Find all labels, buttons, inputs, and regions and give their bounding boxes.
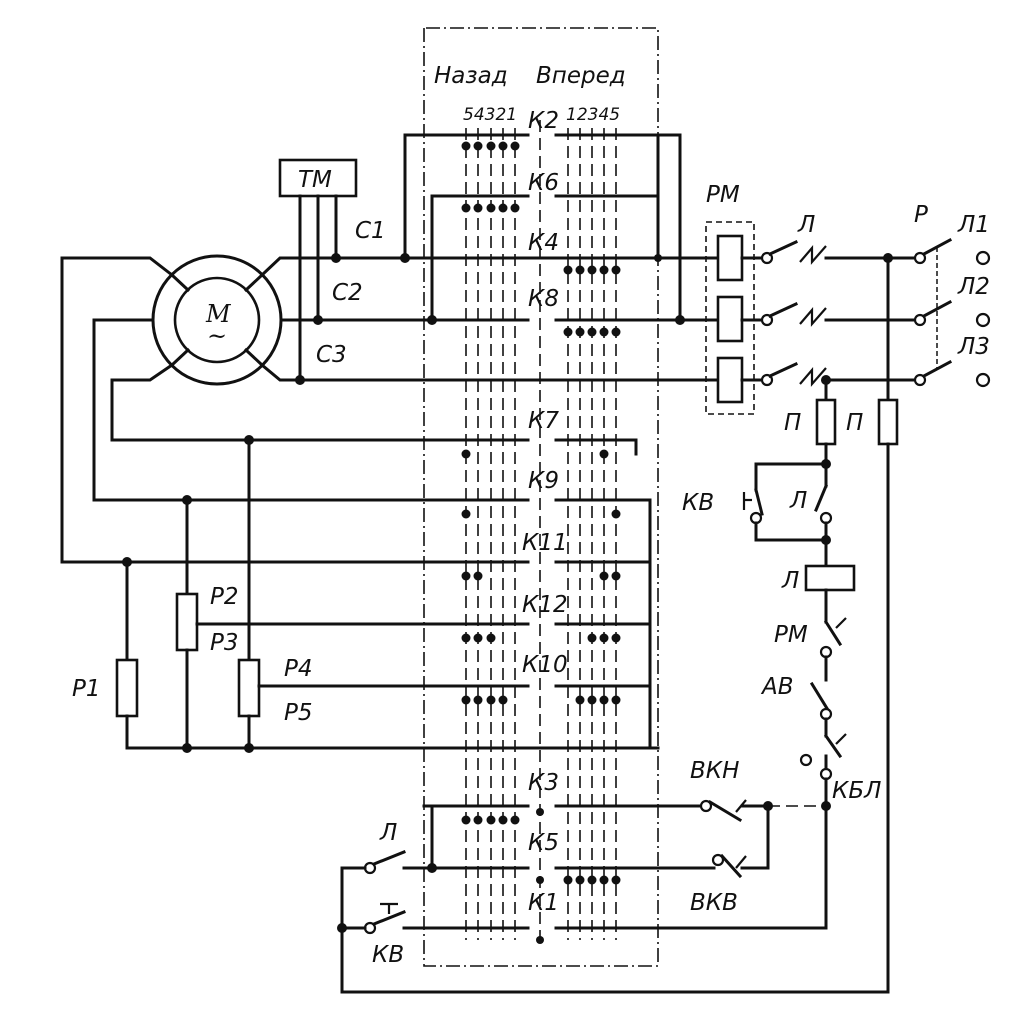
- rotor-wiring: [60, 256, 426, 564]
- bottom-l-contact-label: Л: [379, 820, 397, 846]
- control-feed: П П: [784, 253, 899, 994]
- resistor-p1: [115, 658, 139, 718]
- overcurrent-relay-label: РМ: [706, 182, 740, 208]
- resistor-label-p2: Р2: [210, 584, 239, 610]
- av-switch-label: АВ: [760, 674, 794, 700]
- resistor-label-p3: Р3: [210, 630, 239, 656]
- contact-label-k6: К6: [528, 170, 559, 196]
- contact-label-k5: К5: [528, 830, 559, 856]
- line-contactor-label: Л: [797, 212, 815, 238]
- stator-lead-c2: С2: [332, 280, 363, 306]
- fuse-left: [815, 398, 837, 446]
- forward-label: Вперед: [536, 63, 626, 89]
- contact-label-k2: К2: [528, 108, 559, 134]
- bottom-kv-button-label: КВ: [372, 942, 404, 968]
- main-switch: Р Л1 Л2 Л3: [913, 202, 991, 388]
- kbl-switch-label: КБЛ: [832, 778, 881, 804]
- vkv-switch-label: ВКВ: [690, 890, 738, 916]
- motor-wave: ~: [207, 322, 227, 350]
- stator-lead-c1: С1: [355, 218, 386, 244]
- fuse-label-right: П: [846, 410, 863, 436]
- contact-label-k11: К11: [522, 530, 568, 556]
- motor: M ~: [151, 254, 283, 386]
- overcurrent-relay: РМ: [705, 182, 755, 415]
- supply-line-l1: Л1: [957, 212, 990, 238]
- stator-wiring: С1 С2 С3: [259, 133, 437, 385]
- contact-label-k10: К10: [522, 652, 568, 678]
- main-switch-label: Р: [914, 202, 928, 228]
- vkn-switch-label: ВКН: [690, 758, 739, 784]
- contact-labels: К2 К6 К4 К8 К7 К9 К11 К12 К10 К3 К5 К1: [522, 108, 568, 916]
- contact-label-k12: К12: [522, 592, 568, 618]
- contact-label-k8: К8: [528, 286, 559, 312]
- controller-frame: [423, 27, 659, 967]
- main-lines: [422, 133, 720, 382]
- brake-label: ТМ: [298, 167, 332, 193]
- fuse-label-left: П: [784, 410, 801, 436]
- forward-positions-label: 12345: [566, 105, 620, 125]
- resistor-p2-p3: [175, 592, 199, 652]
- supply-line-l3: Л3: [957, 334, 990, 360]
- control-circuit: КВ Л Л РМ АВ КБЛ ВКН ВКВ: [656, 459, 881, 930]
- resistor-label-p4: Р4: [284, 656, 313, 682]
- contact-label-k3: К3: [528, 770, 559, 796]
- contact-label-k9: К9: [528, 468, 559, 494]
- l-contact-label: Л: [789, 488, 807, 514]
- back-positions-label: 54321: [463, 105, 517, 125]
- back-label: Назад: [434, 63, 508, 89]
- bottom-control: Л КВ: [337, 804, 890, 994]
- resistor-label-p1: Р1: [72, 676, 101, 702]
- motor-symbol: M: [205, 300, 232, 328]
- l-coil-label: Л: [781, 568, 799, 594]
- stator-lead-c3: С3: [316, 342, 347, 368]
- resistor-p4-p5: [237, 658, 261, 718]
- resistor-label-p5: Р5: [284, 700, 313, 726]
- kv-contact-label: КВ: [682, 490, 714, 516]
- brake-magnet: ТМ: [278, 158, 358, 382]
- contact-rows: [403, 133, 682, 930]
- line-contactor-contacts: Л: [740, 212, 918, 387]
- resistor-network: Р1 Р2 Р3 Р4 Р5: [72, 435, 652, 753]
- contact-label-k7: К7: [528, 408, 559, 434]
- contact-label-k1: К1: [528, 890, 559, 916]
- fuse-right: [877, 398, 899, 446]
- contact-label-k4: К4: [528, 230, 559, 256]
- supply-line-l2: Л2: [957, 274, 990, 300]
- rm-contact-label: РМ: [774, 622, 808, 648]
- contact-closure-dots: [461, 141, 621, 944]
